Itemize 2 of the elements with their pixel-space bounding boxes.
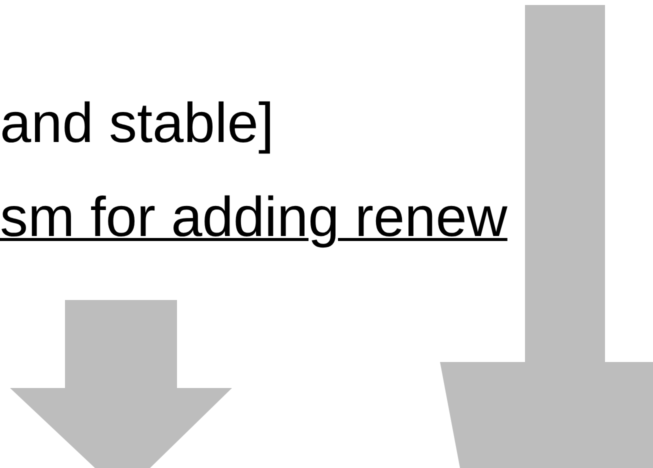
text-line: and stable]	[0, 92, 274, 154]
underlined-text-line: sm for adding renew	[0, 186, 508, 248]
